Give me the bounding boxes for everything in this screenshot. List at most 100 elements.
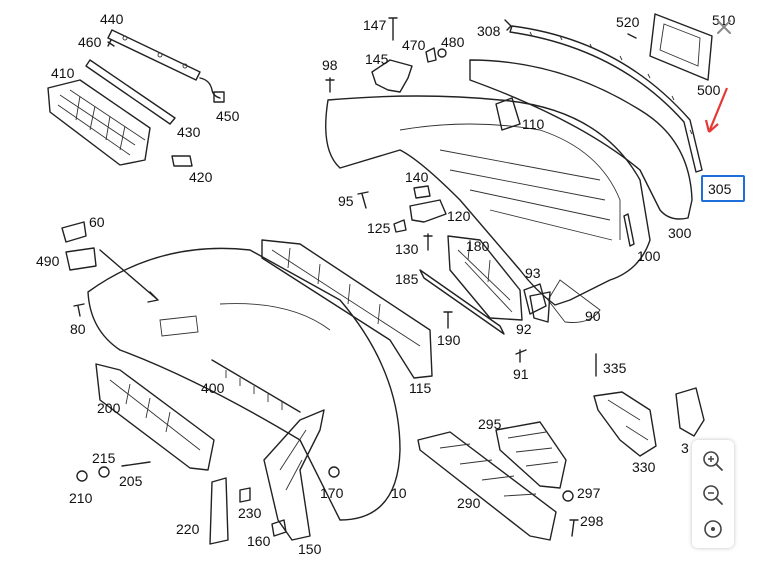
part-330-bracket [593,391,657,457]
label-145[interactable]: 145 [365,51,389,67]
zoom-controls [692,440,734,548]
part-120-bracket [409,199,447,223]
part-400-strip [211,359,301,413]
reset-view-icon[interactable] [698,514,728,544]
label-190[interactable]: 190 [437,332,461,348]
part-180-absorber [447,235,523,321]
part-298-bolt [569,519,579,537]
part-147-bolt [388,17,398,41]
label-460[interactable]: 460 [78,34,102,50]
label-150[interactable]: 150 [298,541,322,557]
part-470-480-clips [425,47,447,63]
label-125[interactable]: 125 [367,220,391,236]
label-140[interactable]: 140 [405,169,429,185]
part-93-bracket [523,283,547,315]
label-298[interactable]: 298 [580,513,604,529]
label-480[interactable]: 480 [441,34,465,50]
label-120[interactable]: 120 [447,208,471,224]
label-210[interactable]: 210 [69,490,93,506]
label-215[interactable]: 215 [92,450,116,466]
zoom-out-icon[interactable] [698,480,728,510]
label-98[interactable]: 98 [322,57,338,73]
label-147[interactable]: 147 [363,17,387,33]
part-520-plate-holder [649,13,713,81]
part-185-strip [419,269,505,335]
label-305[interactable]: 305 [708,181,732,197]
label-330[interactable]: 330 [632,459,656,475]
part-460-screw [107,39,115,47]
pointer-arrow [704,87,729,133]
part-295-insert [495,421,567,489]
part-125-clip [393,219,407,233]
part-150-bracket [263,409,325,541]
label-300[interactable]: 300 [668,225,692,241]
label-500[interactable]: 500 [697,82,721,98]
part-115-beam [261,239,433,379]
label-95[interactable]: 95 [338,193,354,209]
label-180[interactable]: 180 [466,238,490,254]
part-110-bracket [495,97,521,131]
label-450[interactable]: 450 [216,108,240,124]
part-60-clip [61,221,87,243]
label-520[interactable]: 520 [616,14,640,30]
label-93[interactable]: 93 [525,265,541,281]
label-308[interactable]: 308 [477,23,501,39]
label-400[interactable]: 400 [201,380,225,396]
part-215-205-fasteners [76,461,151,482]
part-490-reflector [65,247,97,271]
part-220-bracket [209,477,229,545]
part-80-bolt [73,303,85,317]
highlight-box-305[interactable] [701,175,745,202]
label-185[interactable]: 185 [395,271,419,287]
label-430[interactable]: 430 [177,124,201,140]
part-450-sensor [199,77,225,103]
part-420-clip [171,155,193,167]
part-200-bracket [95,363,215,471]
zoom-in-icon[interactable] [698,446,728,476]
label-60[interactable]: 60 [89,214,105,230]
part-297-nut [562,490,574,502]
label-200[interactable]: 200 [97,400,121,416]
label-490[interactable]: 490 [36,253,60,269]
part-290-diffuser [417,431,557,541]
label-160[interactable]: 160 [247,533,271,549]
label-91[interactable]: 91 [513,366,529,382]
label-80[interactable]: 80 [70,321,86,337]
label-510[interactable]: 510 [712,12,736,28]
label-335[interactable]: 335 [603,360,627,376]
label-290[interactable]: 290 [457,495,481,511]
label-220[interactable]: 220 [176,521,200,537]
label-297[interactable]: 297 [577,485,601,501]
label-130[interactable]: 130 [395,241,419,257]
label-470[interactable]: 470 [402,37,426,53]
label-420[interactable]: 420 [189,169,213,185]
label-110[interactable]: 110 [522,116,545,132]
label-440[interactable]: 440 [100,11,124,27]
label-205[interactable]: 205 [119,473,143,489]
part-230-clip [239,487,251,503]
label-340-partial[interactable]: 3 [681,440,689,456]
part-100-strip [623,213,635,247]
part-440-strip [107,29,201,81]
part-170-nut [328,466,340,478]
part-130-bolt [423,233,433,251]
part-308-clip [504,19,512,31]
part-510-screw [627,33,637,39]
part-410-absorber [47,79,151,166]
label-90[interactable]: 90 [585,308,601,324]
label-170[interactable]: 170 [320,485,344,501]
part-145-bracket [371,59,413,93]
label-410[interactable]: 410 [51,65,75,81]
part-190-bolt [443,311,453,329]
label-100[interactable]: 100 [637,248,661,264]
label-92[interactable]: 92 [516,321,532,337]
part-10-front-cover [87,247,401,521]
label-10[interactable]: 10 [391,485,407,501]
label-230[interactable]: 230 [238,505,262,521]
part-500-trim [509,25,703,173]
part-95-bolt [357,191,369,209]
close-icon[interactable] [712,15,736,39]
label-115[interactable]: 115 [409,380,432,396]
label-295[interactable]: 295 [478,416,502,432]
